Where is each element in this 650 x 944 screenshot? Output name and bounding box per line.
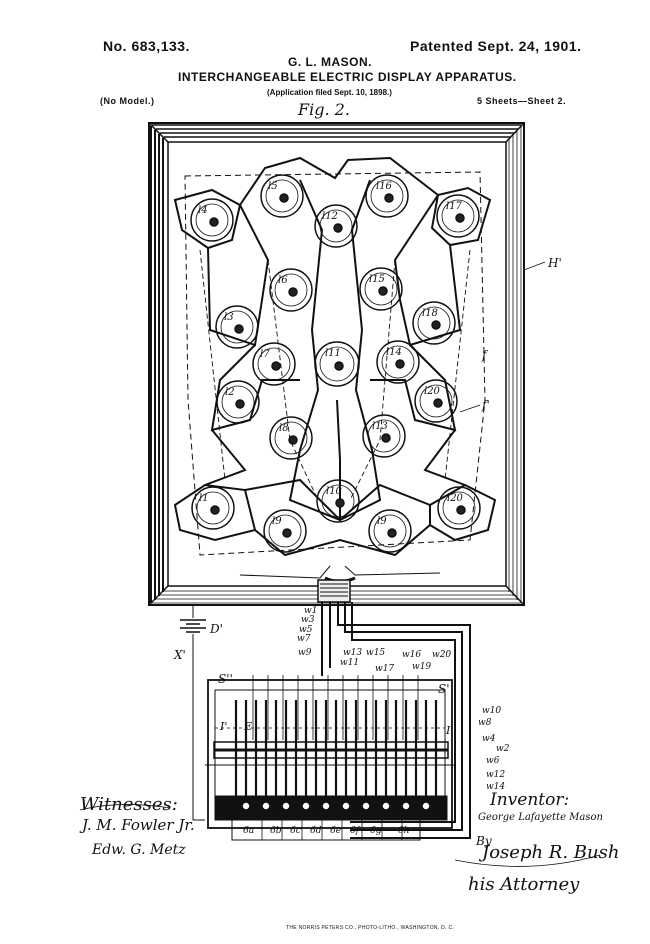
- lamp-label: l3: [224, 312, 234, 323]
- inventor-name-heading: G. L. MASON.: [288, 55, 372, 69]
- patent-title: INTERCHANGEABLE ELECTRIC DISPLAY APPARAT…: [178, 70, 517, 84]
- wire-label: w7: [297, 634, 311, 644]
- ref-bar-right: I': [446, 724, 454, 737]
- inventor-signature: George Lafayette Mason: [478, 812, 603, 823]
- wire-label: w13: [343, 648, 363, 658]
- wire-label: w12: [486, 770, 506, 780]
- ref-e: E: [244, 720, 253, 733]
- no-model: (No Model.): [100, 96, 155, 106]
- contact-label: 6c: [290, 826, 301, 836]
- lamp-label: l8: [279, 423, 289, 434]
- lamp-label: l11: [325, 348, 341, 359]
- wire-label: w14: [486, 782, 506, 792]
- lamp-label: l18: [422, 308, 438, 319]
- contact-label: 6d: [310, 826, 322, 836]
- attorney-signature: Joseph R. Bush: [482, 842, 620, 863]
- lamp-label: l20: [447, 493, 463, 504]
- by-label: By: [476, 834, 492, 848]
- contact-label: 6h: [398, 826, 410, 836]
- wire-label: w20: [432, 650, 452, 660]
- attorney-label: his Attorney: [468, 874, 580, 895]
- lamp-label: l6: [278, 275, 288, 286]
- figure-label: Fig. 2.: [298, 100, 350, 119]
- lamp-label: l13: [372, 421, 388, 432]
- lamp-label: l20: [424, 386, 440, 397]
- contact-label: 6g: [370, 826, 382, 836]
- lamp-label: l10: [326, 486, 342, 497]
- lamp-label: l17: [446, 201, 462, 212]
- ref-switch-right: S': [438, 682, 450, 696]
- patent-number: No. 683,133.: [103, 38, 190, 54]
- wire-label: w5: [299, 625, 313, 635]
- wire-label: w17: [375, 664, 395, 674]
- inventor-label: Inventor:: [490, 790, 570, 810]
- application-line: (Application filed Sept. 10, 1898.): [267, 88, 392, 97]
- lamp-label: l1: [199, 493, 209, 504]
- wire-label: w3: [301, 615, 315, 625]
- wire-label: w9: [298, 648, 312, 658]
- wire-label: w16: [402, 650, 422, 660]
- ref-lead: X': [174, 648, 186, 662]
- lamp-label: l14: [386, 347, 402, 358]
- lamp-label: l2: [225, 387, 235, 398]
- patent-date: Patented Sept. 24, 1901.: [410, 38, 582, 54]
- lamp-label: l16: [376, 181, 392, 192]
- ref-bar-left: I': [220, 720, 228, 733]
- wire-label: w11: [340, 658, 360, 668]
- contact-label: 6e: [330, 826, 342, 836]
- lamp-label: l15: [369, 274, 385, 285]
- ref-f-prime: f': [482, 398, 490, 412]
- lamp-label: l4: [198, 205, 208, 216]
- frame-outer: [148, 122, 525, 606]
- wire-label: w2: [496, 744, 510, 754]
- printer-credit: THE NORRIS PETERS CO., PHOTO-LITHO., WAS…: [286, 925, 455, 931]
- lamp-label: l12: [322, 211, 338, 222]
- wire-label: w4: [482, 734, 496, 744]
- lamp-label: l9: [377, 516, 387, 527]
- ref-frame: H': [548, 256, 562, 270]
- wire-label: w19: [412, 662, 432, 672]
- lamp-label: l5: [268, 181, 278, 192]
- contact-label: 6b: [270, 826, 282, 836]
- ref-battery: D': [210, 622, 223, 636]
- witness-signature-1: J. M. Fowler Jr.: [82, 816, 195, 834]
- wire-label: w6: [486, 756, 500, 766]
- ref-f: f: [482, 348, 487, 362]
- lamp-label: l7: [260, 349, 270, 360]
- wire-label: w10: [482, 706, 502, 716]
- wire-label: w8: [478, 718, 492, 728]
- lamps: [190, 174, 481, 553]
- wire-label: w15: [366, 648, 386, 658]
- lamp-label: l9: [272, 516, 282, 527]
- ref-switch-left: S'': [218, 672, 233, 686]
- witness-signature-2: Edw. G. Metz: [92, 842, 186, 858]
- contact-label: 6f: [350, 826, 360, 836]
- sheet-count: 5 Sheets—Sheet 2.: [477, 96, 567, 106]
- contact-label: 6a: [243, 826, 255, 836]
- witnesses-label: Witnesses:: [80, 794, 178, 815]
- wire-label: w1: [304, 606, 318, 616]
